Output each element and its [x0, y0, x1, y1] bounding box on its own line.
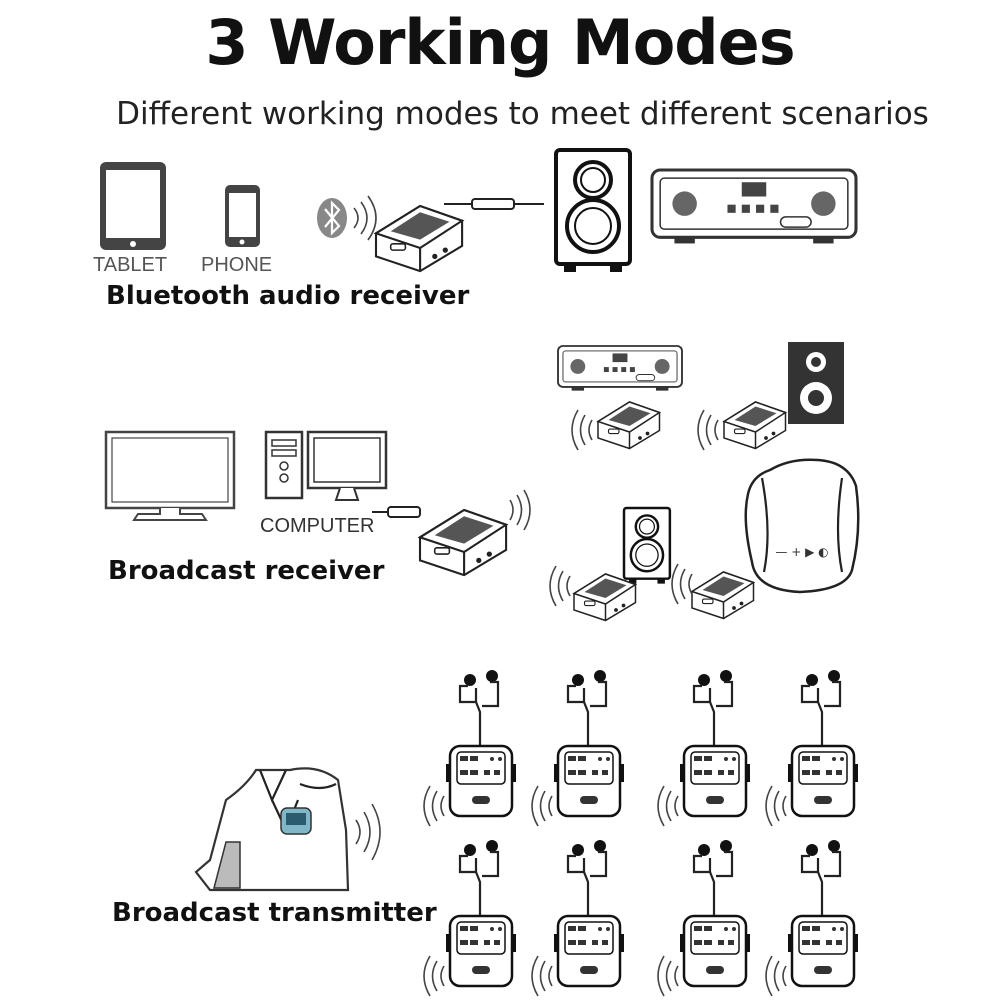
amplifier-icon-2 [557, 345, 683, 392]
receiver-device-icon-6 [691, 571, 755, 620]
earphone-receiver-icon [552, 668, 626, 818]
waves-icon-4 [549, 565, 571, 607]
receiver-device-icon [374, 204, 464, 273]
aux-cable-icon-2 [372, 506, 421, 518]
mode-label-bluetooth-receiver: Bluetooth audio receiver [106, 281, 470, 311]
mode-label-broadcast-transmitter: Broadcast transmitter [112, 898, 437, 928]
earphone-receiver-icon [678, 838, 752, 988]
amplifier-icon [650, 168, 858, 245]
computer-label: COMPUTER [260, 515, 375, 537]
aux-cable-icon [444, 198, 544, 210]
earphone-receiver-icon [552, 838, 626, 988]
waves-icon [531, 955, 553, 997]
smart-speaker-icon: — + ▶ ◐ [744, 458, 860, 594]
earphone-receiver-icon [786, 838, 860, 988]
waves-icon-5 [671, 563, 693, 605]
earphone-receiver-icon [786, 668, 860, 818]
page-title: 3 Working Modes [205, 6, 795, 79]
receiver-device-icon-3 [597, 401, 661, 450]
waves-icon [509, 489, 531, 531]
earphone-receiver-icon [678, 668, 752, 818]
phone-icon [225, 185, 260, 247]
waves-icon [423, 955, 445, 997]
earphone-receiver-icon [444, 838, 518, 988]
waves-icon [657, 785, 679, 827]
svg-text:— + ▶ ◐: — + ▶ ◐ [775, 545, 828, 559]
waves-icon-2 [571, 409, 593, 451]
receiver-device-icon-4 [723, 401, 787, 450]
person-wearing-transmitter-icon [194, 767, 381, 892]
speaker-icon [554, 148, 632, 274]
tv-icon [104, 430, 236, 521]
page-subtitle: Different working modes to meet differen… [116, 96, 929, 132]
receiver-device-icon-2 [418, 508, 508, 577]
waves-icon-3 [697, 409, 719, 451]
waves-icon [423, 785, 445, 827]
tablet-label: TABLET [93, 254, 168, 276]
mode-label-broadcast-receiver: Broadcast receiver [108, 556, 385, 586]
waves-icon [765, 785, 787, 827]
speaker-icon-2 [788, 342, 844, 424]
phone-label: PHONE [201, 254, 273, 276]
waves-icon [531, 785, 553, 827]
receiver-device-icon-5 [573, 573, 637, 622]
earphone-receiver-grid [423, 668, 860, 997]
earphone-receiver-icon [444, 668, 518, 818]
speaker-icon-3 [622, 506, 672, 585]
computer-icon [264, 430, 388, 501]
waves-icon [765, 955, 787, 997]
bluetooth-icon [317, 195, 377, 241]
tablet-icon [100, 162, 166, 250]
waves-icon [657, 955, 679, 997]
